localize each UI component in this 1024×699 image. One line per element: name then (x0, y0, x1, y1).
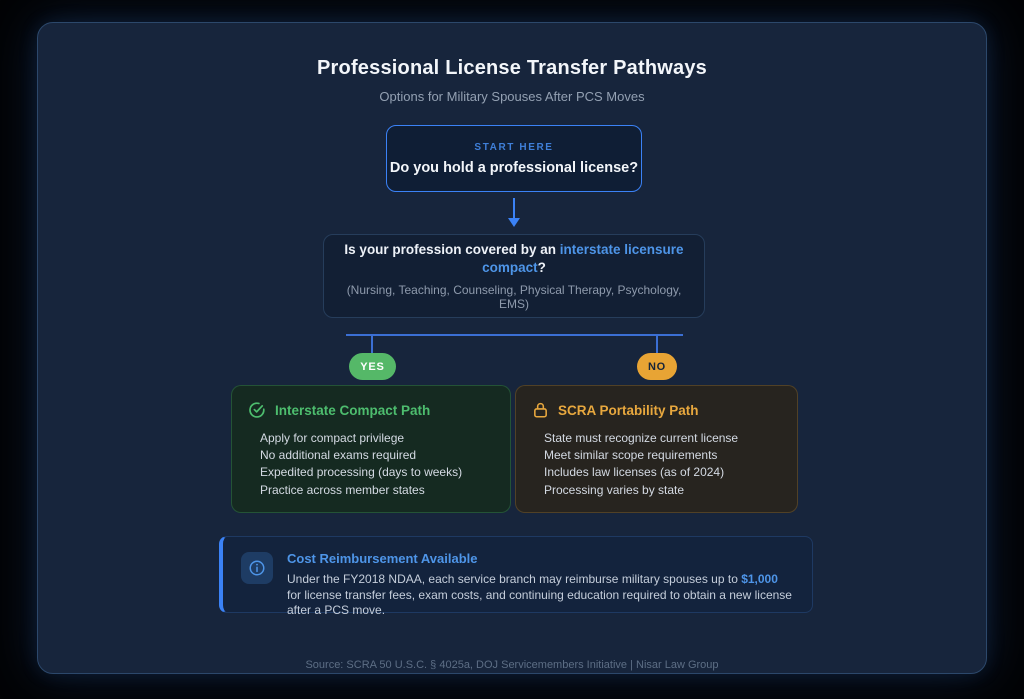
info-icon (249, 560, 265, 576)
branch-horizontal-line (346, 334, 683, 336)
no-badge: NO (637, 353, 677, 380)
info-body-suffix: for license transfer fees, exam costs, a… (287, 587, 792, 618)
source-attribution: Source: SCRA 50 U.S.C. § 4025a, DOJ Serv… (305, 659, 719, 671)
page-subtitle: Options for Military Spouses After PCS M… (379, 89, 645, 104)
start-node: START HERE Do you hold a professional li… (386, 125, 642, 192)
list-item: No additional exams required (260, 448, 417, 463)
down-arrow-icon (508, 198, 520, 227)
scra-card-title: SCRA Portability Path (558, 402, 699, 418)
start-question: Do you hold a professional license? (389, 159, 639, 176)
decision-node: Is your profession covered by an interst… (323, 234, 705, 318)
decision-question-prefix: Is your profession covered by an (344, 242, 560, 257)
compact-card-items: Apply for compact privilege No additiona… (260, 430, 494, 499)
decision-question: Is your profession covered by an interst… (339, 241, 689, 276)
info-body-prefix: Under the FY2018 NDAA, each service bran… (287, 572, 742, 586)
cost-reimbursement-callout: Cost Reimbursement Available Under the F… (219, 536, 813, 617)
scra-portability-card: SCRA Portability Path State must recogni… (515, 385, 798, 513)
decision-examples: (Nursing, Teaching, Counseling, Physical… (346, 283, 682, 311)
flowchart-panel: Professional License Transfer Pathways O… (37, 22, 987, 674)
interstate-compact-link[interactable]: interstate licensure compact (482, 242, 684, 275)
info-body: Under the FY2018 NDAA, each service bran… (287, 572, 792, 619)
info-title: Cost Reimbursement Available (287, 551, 478, 566)
list-item: Expedited processing (days to weeks) (260, 465, 463, 480)
reimbursement-amount: $1,000 (741, 572, 778, 586)
lock-icon (534, 402, 547, 418)
list-item: Meet similar scope requirements (544, 448, 718, 463)
branch-no-line (656, 334, 658, 359)
list-item: Practice across member states (260, 482, 425, 497)
list-item: Includes law licenses (as of 2024) (544, 465, 725, 480)
yes-badge: YES (349, 353, 396, 380)
start-here-label: START HERE (474, 141, 554, 153)
branch-yes-line (371, 334, 373, 359)
page-title: Professional License Transfer Pathways (317, 57, 707, 79)
compact-card-title: Interstate Compact Path (275, 402, 431, 418)
scra-card-items: State must recognize current license Mee… (544, 430, 781, 499)
info-icon-tile (241, 552, 273, 584)
check-circle-icon (249, 402, 265, 418)
list-item: State must recognize current license (544, 431, 739, 445)
list-item: Apply for compact privilege (260, 431, 405, 445)
list-item: Processing varies by state (544, 482, 685, 497)
decision-question-suffix: ? (537, 259, 546, 275)
interstate-compact-card: Interstate Compact Path Apply for compac… (231, 385, 511, 513)
